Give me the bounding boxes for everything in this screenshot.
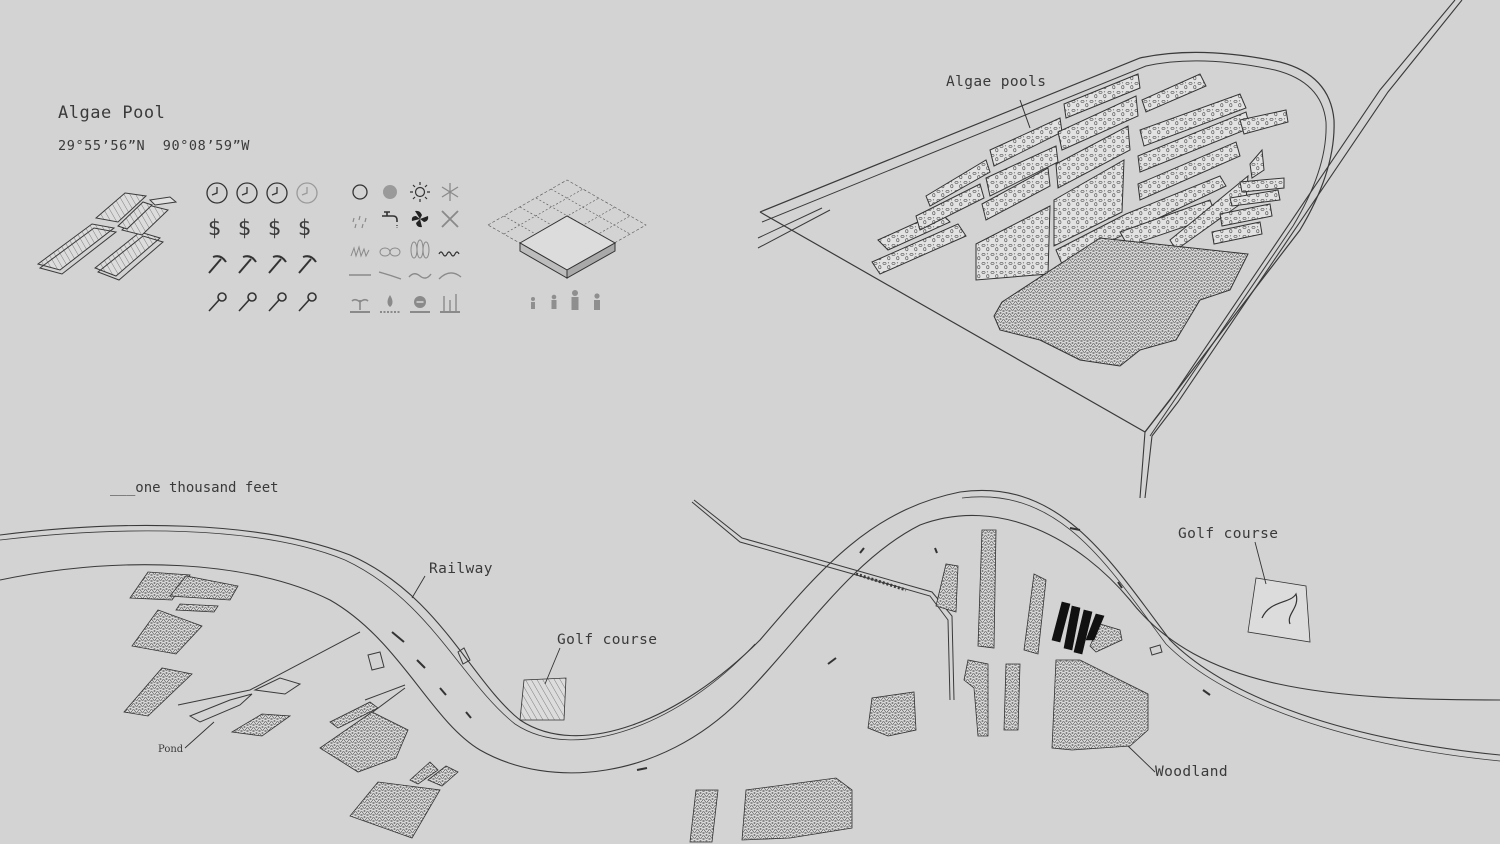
longitude: 90°08’59”W bbox=[162, 138, 251, 154]
clock-icon bbox=[266, 182, 288, 204]
perimeter-road bbox=[759, 51, 1335, 433]
label-algae-pools: Algae pools bbox=[946, 74, 1047, 90]
height-icon bbox=[440, 294, 460, 313]
dark-parcel bbox=[1051, 601, 1105, 655]
algae-pool-site bbox=[757, 0, 1463, 499]
wave-line-icon bbox=[408, 273, 432, 279]
dollar-icon: $ bbox=[238, 216, 252, 240]
label-golf-course-right: Golf course bbox=[1178, 526, 1279, 542]
label-pond: Pond bbox=[158, 744, 184, 755]
crossed-tools-icon bbox=[441, 210, 459, 228]
leaves-icon bbox=[410, 239, 430, 259]
label-golf-course-left: Golf course bbox=[557, 632, 658, 648]
woodland-patch-site bbox=[993, 237, 1249, 367]
clock-icon-faded bbox=[296, 182, 318, 204]
golf-course-parcels bbox=[519, 577, 1311, 721]
rain-drops-icon bbox=[352, 215, 367, 229]
pickaxe-icon bbox=[268, 255, 287, 274]
dollar-icon: $ bbox=[268, 216, 282, 240]
slope-line-icon bbox=[378, 271, 402, 280]
river bbox=[0, 489, 1500, 774]
people-figures bbox=[531, 290, 600, 310]
roads-railway bbox=[177, 499, 955, 751]
isometric-block bbox=[518, 215, 617, 279]
river-islands bbox=[188, 644, 1163, 723]
faucet-icon bbox=[382, 211, 398, 228]
dollar-icon: $ bbox=[208, 216, 222, 240]
clock-icon bbox=[236, 182, 258, 204]
river-dashes bbox=[391, 527, 1211, 771]
grass-icon bbox=[350, 245, 370, 258]
sun-icon bbox=[410, 182, 430, 202]
pickaxe-icon bbox=[298, 255, 317, 274]
fan-icon bbox=[411, 210, 429, 228]
sprout-icon bbox=[350, 298, 370, 313]
scale-bar-label: ___one thousand feet bbox=[110, 480, 279, 496]
pickaxe-icon bbox=[238, 255, 257, 274]
wrench-icon bbox=[208, 292, 227, 312]
wrench-icon bbox=[298, 292, 317, 312]
circle-outline-icon bbox=[352, 184, 368, 200]
label-railway: Railway bbox=[429, 561, 493, 577]
waves-icon bbox=[438, 251, 460, 257]
clock-icon bbox=[206, 182, 228, 204]
label-woodland: Woodland bbox=[1155, 764, 1229, 780]
algae-pool-pictogram bbox=[36, 192, 178, 281]
snowflake-icon bbox=[441, 183, 459, 201]
flat-line-icon bbox=[349, 274, 371, 276]
drop-icon bbox=[380, 295, 400, 313]
latitude: 29°55’56”N bbox=[58, 138, 146, 154]
curve-line-icon bbox=[438, 272, 462, 280]
wrench-icon bbox=[268, 292, 287, 312]
dollar-icon: $ bbox=[298, 216, 312, 240]
page-title: Algae Pool bbox=[58, 103, 166, 123]
pickaxe-icon bbox=[208, 255, 227, 274]
pebbles-icon bbox=[379, 247, 401, 257]
wrench-icon bbox=[238, 292, 257, 312]
leader-lines bbox=[184, 541, 1267, 773]
no-entry-icon bbox=[410, 296, 430, 313]
land-parcels bbox=[123, 529, 1149, 843]
coordinates: 29°55’56”N 90°08’59”W bbox=[58, 138, 250, 154]
circle-filled-icon bbox=[383, 185, 397, 199]
